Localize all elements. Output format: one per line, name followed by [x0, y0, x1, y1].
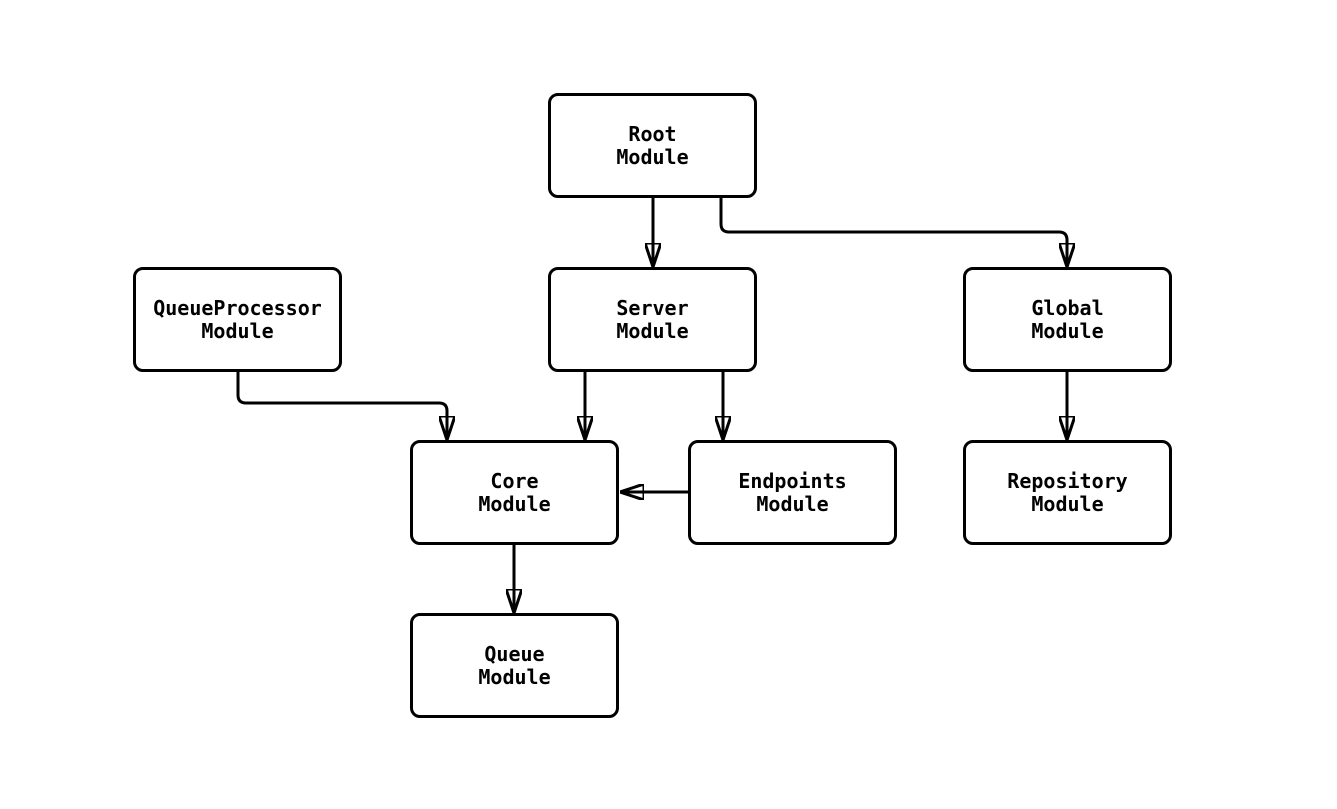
node-name-text: Queue	[484, 641, 545, 666]
node-label: Endpoints Module	[738, 468, 847, 516]
node-endpoints-module: Endpoints Module	[688, 440, 897, 545]
node-type-text: Module	[756, 491, 829, 516]
node-label: Root Module	[616, 121, 689, 169]
edge-root-to-global	[719, 198, 1067, 265]
node-label: Queue Module	[478, 641, 551, 689]
node-name-text: Endpoints	[738, 468, 847, 493]
node-server-module: Server Module	[548, 267, 757, 372]
node-label: Server Module	[616, 295, 689, 343]
node-queueprocessor-module: QueueProcessor Module	[133, 267, 342, 372]
node-global-module: Global Module	[963, 267, 1172, 372]
node-label: Repository Module	[1007, 468, 1128, 516]
node-name-text: Global	[1031, 295, 1104, 320]
node-label: Global Module	[1031, 295, 1104, 343]
node-label: Core Module	[478, 468, 551, 516]
node-name-text: QueueProcessor	[153, 295, 322, 320]
node-type-text: Module	[1031, 318, 1104, 343]
edge-queueprocessor-to-core	[236, 372, 447, 438]
node-name-text: Repository	[1007, 468, 1128, 493]
node-type-text: Module	[201, 318, 274, 343]
node-type-text: Module	[1031, 491, 1104, 516]
node-type-text: Module	[616, 144, 689, 169]
node-name-text: Root	[628, 121, 677, 146]
node-type-text: Module	[478, 664, 551, 689]
node-root-module: Root Module	[548, 93, 757, 198]
node-type-text: Module	[616, 318, 689, 343]
node-name-text: Core	[490, 468, 539, 493]
node-name-text: Server	[616, 295, 689, 320]
node-type-text: Module	[478, 491, 551, 516]
node-repository-module: Repository Module	[963, 440, 1172, 545]
node-label: QueueProcessor Module	[153, 295, 322, 343]
node-queue-module: Queue Module	[410, 613, 619, 718]
node-core-module: Core Module	[410, 440, 619, 545]
